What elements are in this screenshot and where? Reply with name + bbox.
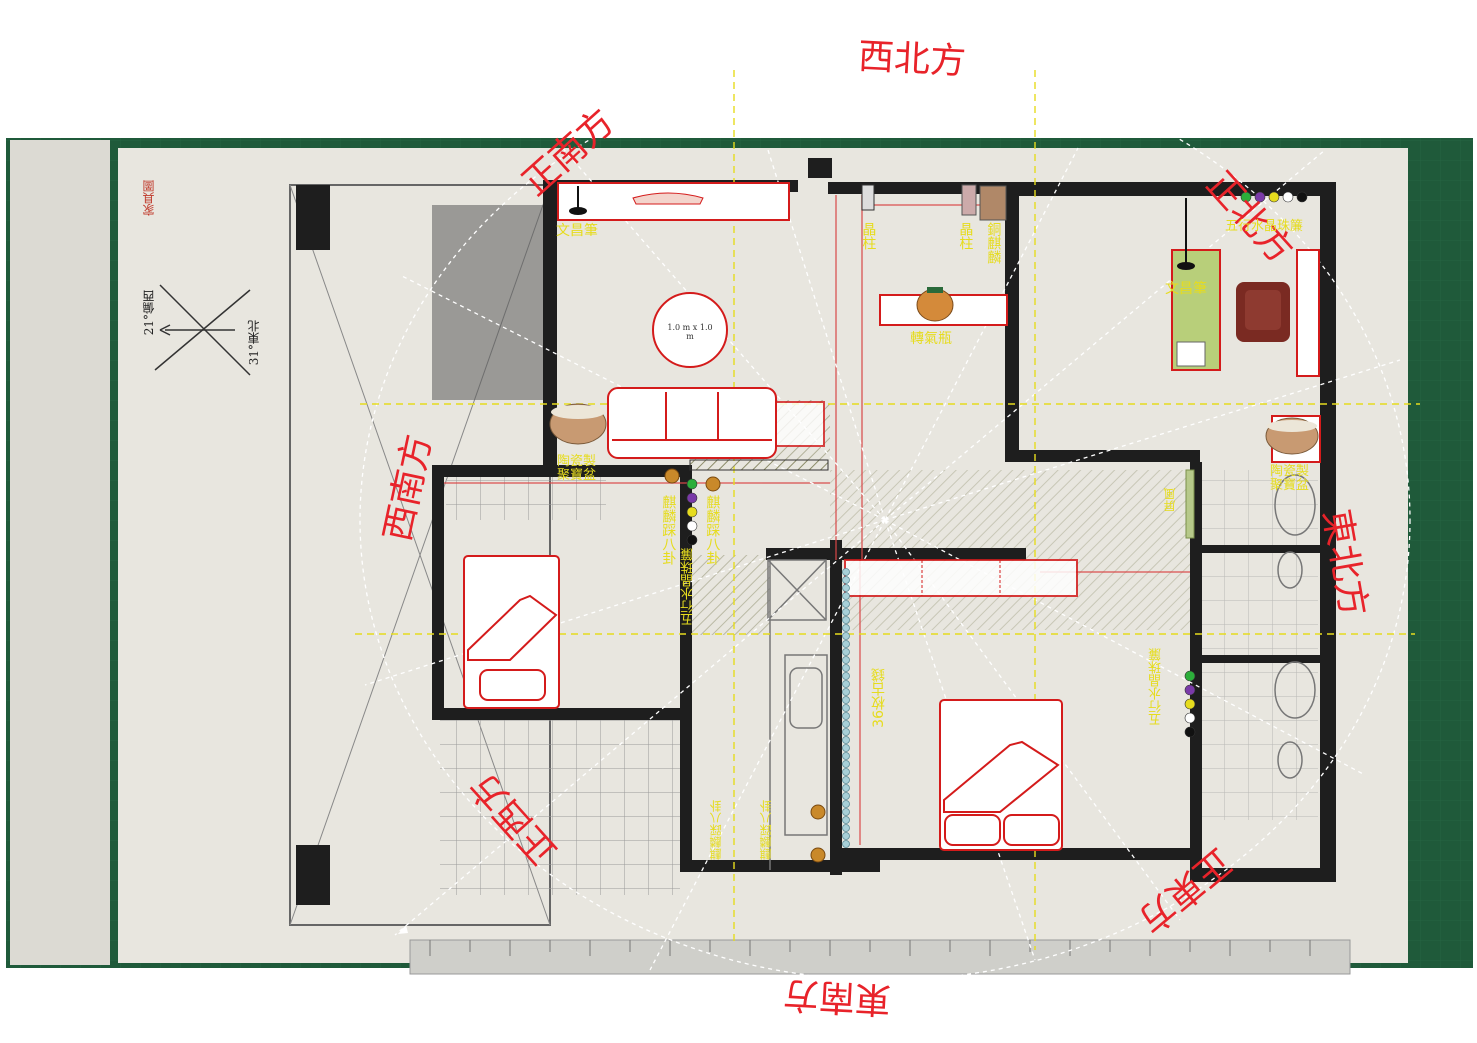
label-transfer-vase: 轉氣瓶 bbox=[910, 331, 952, 347]
treasure-bowl-icon bbox=[1265, 417, 1319, 455]
label-ceramic-bowl: 陶瓷製聚寶盆 bbox=[1270, 464, 1310, 494]
compass-note: 31°東北 bbox=[247, 320, 261, 366]
tile-area-2 bbox=[440, 720, 680, 895]
label-qilin-bagua: 麒麟踩八卦 bbox=[759, 800, 773, 860]
label-qilin-bagua: 麒麟踩八卦 bbox=[660, 495, 677, 565]
label-wenchang-pen: 文昌筆 bbox=[1165, 281, 1207, 297]
direction-north-west: 西北方 bbox=[857, 36, 968, 83]
label-bronze-qilin: 銅麒麟 bbox=[985, 222, 1002, 264]
paper-left-edge bbox=[10, 140, 110, 965]
qilin-icon bbox=[664, 468, 826, 863]
direction-south-east: 東南方 bbox=[781, 973, 892, 1020]
ruler bbox=[409, 939, 1351, 975]
label-qilin-bagua: 麒麟踩八卦 bbox=[704, 495, 721, 565]
compass-rose bbox=[154, 284, 251, 376]
label-wenchang-pen: 文昌筆 bbox=[556, 223, 598, 239]
plant-area bbox=[432, 205, 544, 400]
sheet-label: 家具圖 bbox=[142, 180, 156, 216]
bagua-circle bbox=[359, 59, 1411, 981]
wenchang-pen-icon bbox=[569, 186, 587, 215]
label-qilin-bagua: 麒麟踩八卦 bbox=[709, 800, 723, 860]
label-36-coins: 36枚古錢 bbox=[871, 668, 887, 728]
label-crystal-bead-curtain: 五行水晶珠簾 bbox=[1149, 648, 1164, 726]
label-crystal-pillar: 晶柱 bbox=[860, 222, 877, 250]
table-size-label: 1.0 m x 1.0 m bbox=[667, 323, 713, 341]
compass-note: 21°偏西 bbox=[142, 290, 156, 336]
vase-icon bbox=[916, 287, 954, 322]
label-screen: 屏風 bbox=[1163, 488, 1177, 512]
crystal-bead-icon bbox=[1240, 191, 1308, 203]
tile-area-3 bbox=[1198, 470, 1318, 820]
screen-panel bbox=[1185, 469, 1195, 539]
label-ceramic-bowl: 陶瓷製聚寶盆 bbox=[557, 454, 597, 484]
label-crystal-bead-curtain: 五行水晶珠簾 bbox=[1225, 219, 1304, 234]
wenchang-pen-icon bbox=[1177, 198, 1195, 270]
coins-string bbox=[842, 568, 850, 848]
crystal-bead-icon bbox=[686, 478, 698, 546]
label-crystal-pillar: 晶柱 bbox=[957, 222, 974, 250]
crystal-pillar-icon bbox=[861, 184, 875, 211]
crystal-bead-icon bbox=[1184, 670, 1196, 738]
qilin-icon bbox=[961, 184, 1007, 221]
treasure-bowl-icon bbox=[549, 403, 607, 445]
label-crystal-bead-curtain: 五行水晶珠簾 bbox=[681, 548, 696, 626]
tile-area-1 bbox=[446, 470, 606, 520]
